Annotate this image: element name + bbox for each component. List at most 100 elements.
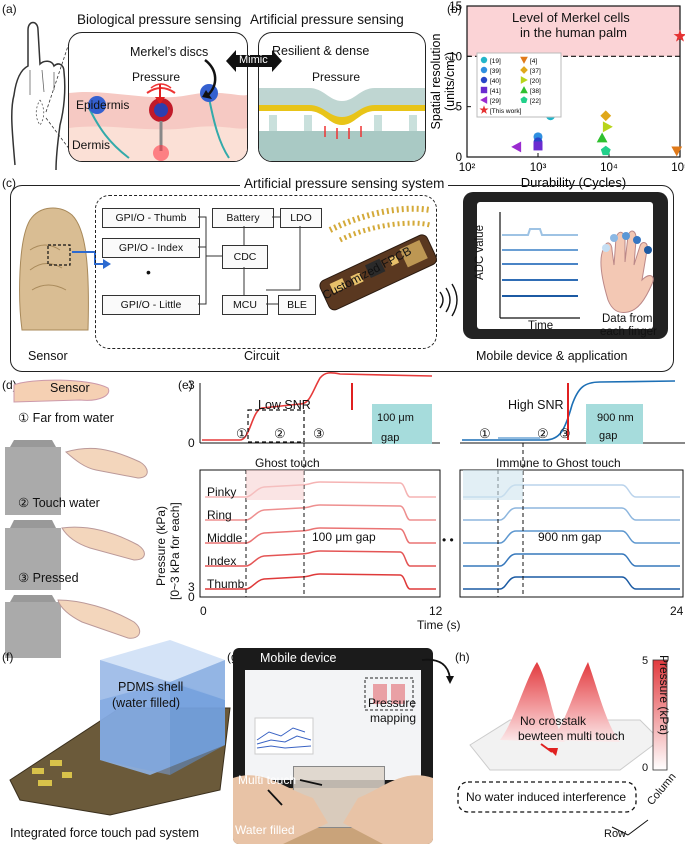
step-2: ② Touch water: [18, 496, 100, 510]
gap-900-inset: [586, 404, 643, 444]
legend-marker: [480, 56, 488, 64]
art-title: Artificial pressure sensing: [250, 12, 404, 27]
legend-label: [37]: [530, 68, 541, 75]
finger-data-1: Data from: [602, 313, 653, 325]
device-screen: [245, 670, 421, 780]
legend-label: [22]: [530, 98, 541, 105]
gap-100-b: gap: [381, 432, 400, 444]
circuit-wires: [198, 216, 301, 305]
mcu-box: MCU: [222, 295, 268, 315]
sensor-finger: [19, 207, 111, 331]
legend-label: [41]: [490, 88, 501, 95]
cdc-box: CDC: [222, 245, 268, 269]
x-tick-label: 10²: [459, 162, 476, 174]
circuit-box: [95, 195, 437, 349]
high-snr-finger-trace: [463, 507, 680, 521]
pdms-shell-1: PDMS shell: [118, 680, 184, 694]
panel-f-label: (f): [2, 650, 14, 664]
sensor-illustration: [259, 88, 425, 161]
data-point: [511, 141, 522, 153]
low-snr-zoom-box: [247, 409, 305, 443]
mimic-label: Mimic: [239, 54, 268, 66]
y-tick-label: 5: [456, 102, 462, 114]
ble-box: BLE: [278, 295, 316, 315]
ghost-highlight: [246, 470, 304, 500]
sensor-label-d: Sensor: [50, 381, 90, 395]
circle-3b: ③: [559, 426, 571, 441]
adc-plot: [499, 212, 654, 319]
low-snr-trace: [202, 372, 433, 441]
band-text-2: in the human palm: [520, 25, 627, 40]
ldo-box: LDO: [280, 208, 322, 228]
gpio-thumb: GPI/O - Thumb: [102, 208, 200, 228]
no-water-interference: No water induced interference: [466, 790, 627, 804]
low-snr-finger-trace: [205, 573, 436, 590]
high-snr-finger-trace: [463, 530, 680, 544]
data-point: [596, 132, 608, 143]
art-sensor-box: [258, 32, 426, 162]
panel-b-label: (b): [447, 2, 462, 16]
cb-max: 5: [642, 655, 649, 667]
water-filled: Water filled: [235, 823, 295, 837]
legend-label: [39]: [490, 68, 501, 75]
time-label: Time: [528, 320, 554, 332]
gap-900-a: 900 nm: [597, 412, 634, 424]
finger-index: Index: [207, 554, 237, 568]
x-tick-label: 10³: [530, 162, 547, 174]
axis-row: Row: [604, 828, 627, 840]
panel-a-label: (a): [2, 2, 17, 16]
zoom-lines: [45, 39, 71, 151]
y-tick-label: 0: [456, 152, 462, 164]
bottom-frame-right: [459, 469, 684, 598]
legend-marker: [520, 56, 528, 64]
vessel-1: [5, 440, 61, 515]
e-yt0: 0: [188, 436, 195, 450]
step-3: ③ Pressed: [18, 571, 79, 585]
finger-pinky: Pinky: [207, 485, 237, 499]
legend-marker: [480, 86, 488, 94]
epidermis-label: Epidermis: [76, 98, 130, 112]
data-point: [600, 145, 611, 156]
vessel-3: [5, 595, 61, 658]
e-yt0b: 0: [188, 590, 195, 604]
separator: • •: [442, 533, 454, 547]
multi-touch: Multi touch: [238, 773, 297, 787]
data-point: [673, 29, 685, 42]
mobile-device-title: Mobile device: [260, 651, 337, 665]
bottom-frame-left: [199, 469, 441, 598]
circle-1: ①: [236, 426, 248, 441]
circle-3: ③: [313, 426, 325, 441]
e-yt3: 3: [188, 378, 195, 392]
no-crosstalk-1: No crosstalk: [520, 714, 587, 728]
mobile-caption: Mobile device & application: [476, 349, 628, 363]
circle-1b: ①: [479, 426, 491, 441]
pressure-art: Pressure: [312, 70, 361, 84]
merkel-label: Merkel’s discs: [130, 45, 209, 59]
finger-middle: Middle: [207, 531, 243, 545]
battery-box: Battery: [212, 208, 274, 228]
legend-label: [19]: [490, 58, 501, 65]
durability-chart: 05101510²10³10⁴10⁵Durability (Cycles)Spa…: [429, 1, 685, 190]
gpio-little: GPI/O - Little: [102, 295, 200, 315]
sensor-caption: Sensor: [28, 349, 68, 363]
gpio-index: GPI/O - Index: [102, 238, 200, 258]
e-xt12: 12: [429, 604, 443, 618]
panel-e-label: (e): [178, 378, 193, 392]
y-axis-label-unit: (units/cm²): [443, 52, 457, 111]
skin-illustration: [69, 83, 247, 161]
high-snr-trace: [462, 380, 676, 441]
circle-2b: ②: [537, 426, 549, 441]
high-snr-finger-trace: [463, 553, 680, 567]
legend-label: [4]: [530, 58, 537, 65]
gap-900-b: gap: [599, 430, 618, 442]
legend-label: [This work]: [490, 108, 522, 115]
legend-marker: [520, 86, 528, 94]
x-tick-label: 10⁴: [600, 162, 618, 174]
fpcb-illustration: [319, 205, 458, 317]
e-xt0: 0: [200, 604, 207, 618]
touchpad-caption: Integrated force touch pad system: [10, 826, 199, 840]
mid-gap-100: 100 μm gap: [312, 530, 376, 544]
